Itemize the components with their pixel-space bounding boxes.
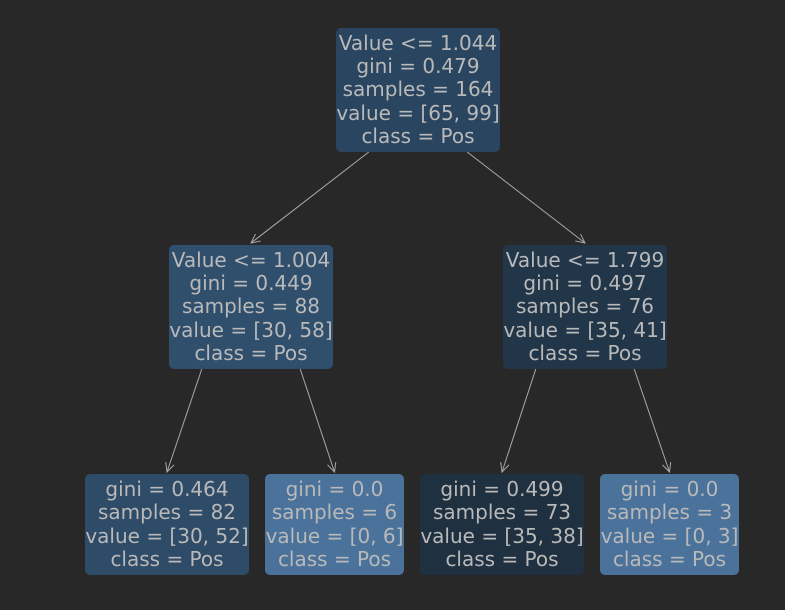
node-line: class = Pos bbox=[194, 340, 308, 365]
node-line: class = Pos bbox=[110, 546, 224, 571]
node-line: class = Pos bbox=[445, 546, 559, 571]
node-line: value = [65, 99] bbox=[336, 100, 500, 125]
node-line: Value <= 1.799 bbox=[505, 247, 665, 272]
arrow-head-icon bbox=[500, 462, 510, 474]
node-line: Value <= 1.044 bbox=[338, 30, 498, 55]
node-line: value = [35, 38] bbox=[420, 523, 584, 548]
node-line: samples = 3 bbox=[606, 500, 733, 525]
node-line: value = [0, 3] bbox=[600, 523, 739, 548]
node-line: class = Pos bbox=[361, 123, 475, 148]
arrow-head-icon bbox=[662, 462, 672, 474]
arrow-head-icon bbox=[575, 233, 586, 244]
node-line: samples = 82 bbox=[97, 500, 237, 525]
tree-node-right: Value <= 1.799 gini = 0.497 samples = 76… bbox=[503, 245, 667, 369]
arrow-head-icon bbox=[165, 462, 175, 474]
node-line: samples = 164 bbox=[342, 77, 494, 102]
tree-leaf-1: gini = 0.464 samples = 82 value = [30, 5… bbox=[85, 474, 249, 575]
node-line: samples = 73 bbox=[432, 500, 572, 525]
node-line: class = Pos bbox=[277, 546, 392, 571]
node-line: Value <= 1.004 bbox=[171, 247, 331, 272]
tree-edge bbox=[501, 368, 537, 473]
node-line: gini = 0.464 bbox=[105, 477, 229, 502]
node-line: samples = 88 bbox=[181, 294, 321, 319]
node-line: gini = 0.479 bbox=[356, 54, 480, 79]
node-line: samples = 6 bbox=[271, 500, 398, 525]
node-line: value = [35, 41] bbox=[503, 317, 667, 342]
tree-leaf-4: gini = 0.0 samples = 3 value = [0, 3] cl… bbox=[600, 474, 739, 575]
node-line: class = Pos bbox=[528, 340, 642, 365]
tree-edge bbox=[166, 368, 203, 473]
tree-edge bbox=[633, 368, 670, 473]
tree-leaf-3: gini = 0.499 samples = 73 value = [35, 3… bbox=[420, 474, 584, 575]
tree-node-root: Value <= 1.044 gini = 0.479 samples = 16… bbox=[336, 28, 500, 152]
node-line: class = Pos bbox=[612, 546, 727, 571]
tree-edge bbox=[250, 151, 370, 244]
tree-edge bbox=[299, 368, 335, 473]
arrow-head-icon bbox=[327, 462, 337, 474]
node-line: value = [0, 6] bbox=[265, 523, 404, 548]
node-line: gini = 0.0 bbox=[285, 477, 384, 502]
tree-edge bbox=[466, 151, 586, 244]
node-line: gini = 0.0 bbox=[620, 477, 719, 502]
arrow-head-icon bbox=[250, 233, 261, 244]
node-line: gini = 0.497 bbox=[523, 271, 647, 296]
tree-node-left: Value <= 1.004 gini = 0.449 samples = 88… bbox=[169, 245, 333, 369]
node-line: value = [30, 58] bbox=[169, 317, 333, 342]
node-line: gini = 0.449 bbox=[189, 271, 313, 296]
node-line: value = [30, 52] bbox=[85, 523, 249, 548]
node-line: gini = 0.499 bbox=[440, 477, 564, 502]
tree-leaf-2: gini = 0.0 samples = 6 value = [0, 6] cl… bbox=[265, 474, 404, 575]
node-line: samples = 76 bbox=[515, 294, 655, 319]
